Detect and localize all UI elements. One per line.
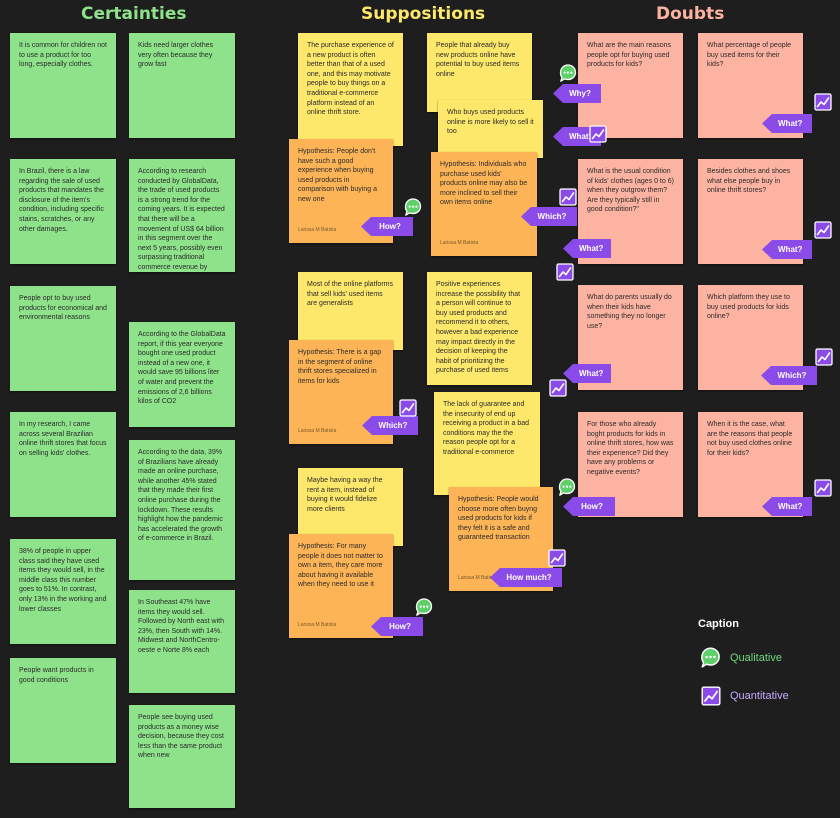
tag-what[interactable]: What? xyxy=(762,497,812,516)
certainty-note[interactable]: People opt to buy used products for econ… xyxy=(10,286,116,391)
trend-chart-icon xyxy=(813,220,833,240)
tag-which[interactable]: Which? xyxy=(362,416,418,435)
doubts-header: Doubts xyxy=(656,4,725,24)
tag-how[interactable]: How? xyxy=(371,617,423,636)
tag-why[interactable]: Why? xyxy=(553,84,601,103)
author-label: Larissa M Batista xyxy=(298,622,337,629)
trend-chart-icon xyxy=(813,92,833,112)
supposition-note[interactable]: Most of the online platforms that sell k… xyxy=(298,272,403,350)
supposition-note[interactable]: Positive experiences increase the possib… xyxy=(427,272,532,385)
certainty-note[interactable]: Kids need larger clothes very often beca… xyxy=(129,33,235,138)
tag-which[interactable]: Which? xyxy=(521,207,577,226)
certainty-note[interactable]: According to the GlobalData report, if t… xyxy=(129,322,235,427)
author-label: Larissa M Batista xyxy=(298,428,337,435)
speech-bubble-icon xyxy=(699,646,722,669)
trend-chart-icon xyxy=(558,187,578,207)
hypothesis-text: Hypothesis: For many people it does not … xyxy=(298,543,383,589)
certainty-note[interactable]: People want products in good conditions xyxy=(10,658,116,763)
doubt-note[interactable]: Besides clothes and shoes what else peop… xyxy=(698,159,803,264)
tag-how-much[interactable]: How much? xyxy=(490,568,562,587)
hypothesis-text: Hypothesis: People would choose more oft… xyxy=(458,496,539,542)
trend-chart-icon xyxy=(700,685,722,707)
speech-bubble-icon xyxy=(557,477,577,497)
supposition-note[interactable]: The lack of guarantee and the insecurity… xyxy=(434,392,540,495)
certainties-header: Certainties xyxy=(81,4,187,24)
hypothesis-text: Hypothesis: Individuals who purchase use… xyxy=(440,161,528,207)
hypothesis-text: Hypothesis: There is a gap in the segmen… xyxy=(298,349,382,385)
doubt-note[interactable]: When it is the case, what are the reason… xyxy=(698,412,803,517)
certainty-note[interactable]: In Brazil, there is a law regarding the … xyxy=(10,159,116,264)
trend-chart-icon xyxy=(398,398,418,418)
speech-bubble-icon xyxy=(558,63,578,83)
hypothesis-note[interactable]: Hypothesis: For many people it does not … xyxy=(289,534,393,638)
trend-chart-icon xyxy=(588,124,608,144)
author-label: Larissa M Batista xyxy=(298,227,337,234)
hypothesis-note[interactable]: Hypothesis: People don't have such a goo… xyxy=(289,139,393,243)
trend-chart-icon xyxy=(548,378,568,398)
certainty-note[interactable]: In my research, I came across several Br… xyxy=(10,412,116,517)
tag-how[interactable]: How? xyxy=(361,217,413,236)
author-label: Larissa M Batista xyxy=(440,240,479,247)
certainty-note[interactable]: According to research conducted by Globa… xyxy=(129,159,235,272)
suppositions-header: Suppositions xyxy=(361,4,486,24)
tag-how[interactable]: How? xyxy=(563,497,615,516)
caption-qualitative-label: Qualitative xyxy=(730,652,782,664)
caption-quantitative-label: Quantitative xyxy=(730,690,789,702)
supposition-note[interactable]: Who buys used products online is more li… xyxy=(438,100,543,158)
tag-what[interactable]: What? xyxy=(553,127,601,146)
certainty-note[interactable]: 38% of people in upper class said they h… xyxy=(10,539,116,644)
tag-what[interactable]: What? xyxy=(762,240,812,259)
tag-what[interactable]: What? xyxy=(563,364,611,383)
supposition-note[interactable]: People that already buy new products onl… xyxy=(427,33,532,112)
trend-chart-icon xyxy=(814,347,834,367)
speech-bubble-icon xyxy=(414,597,434,617)
tag-what[interactable]: What? xyxy=(762,114,812,133)
certainty-note[interactable]: In Southeast 47% have items they would s… xyxy=(129,590,235,693)
certainty-note[interactable]: According to the data, 39% of Brazilians… xyxy=(129,440,235,580)
doubt-note[interactable]: What are the main reasons people opt for… xyxy=(578,33,683,138)
hypothesis-note[interactable]: Hypothesis: Individuals who purchase use… xyxy=(431,152,537,256)
tag-which[interactable]: Which? xyxy=(761,366,817,385)
certainty-note[interactable]: It is common for children not to use a p… xyxy=(10,33,116,138)
author-label: Larissa M Batista xyxy=(458,575,497,582)
speech-bubble-icon xyxy=(403,197,423,217)
trend-chart-icon xyxy=(555,262,575,282)
supposition-note[interactable]: The purchase experience of a new product… xyxy=(298,33,403,146)
trend-chart-icon xyxy=(547,548,567,568)
certainty-note[interactable]: People see buying used products as a mon… xyxy=(129,705,235,808)
supposition-note[interactable]: Maybe having a way the rent a item, inst… xyxy=(298,468,403,546)
trend-chart-icon xyxy=(813,478,833,498)
tag-what[interactable]: What? xyxy=(563,239,611,258)
caption-title: Caption xyxy=(698,618,739,630)
hypothesis-text: Hypothesis: People don't have such a goo… xyxy=(298,148,377,203)
